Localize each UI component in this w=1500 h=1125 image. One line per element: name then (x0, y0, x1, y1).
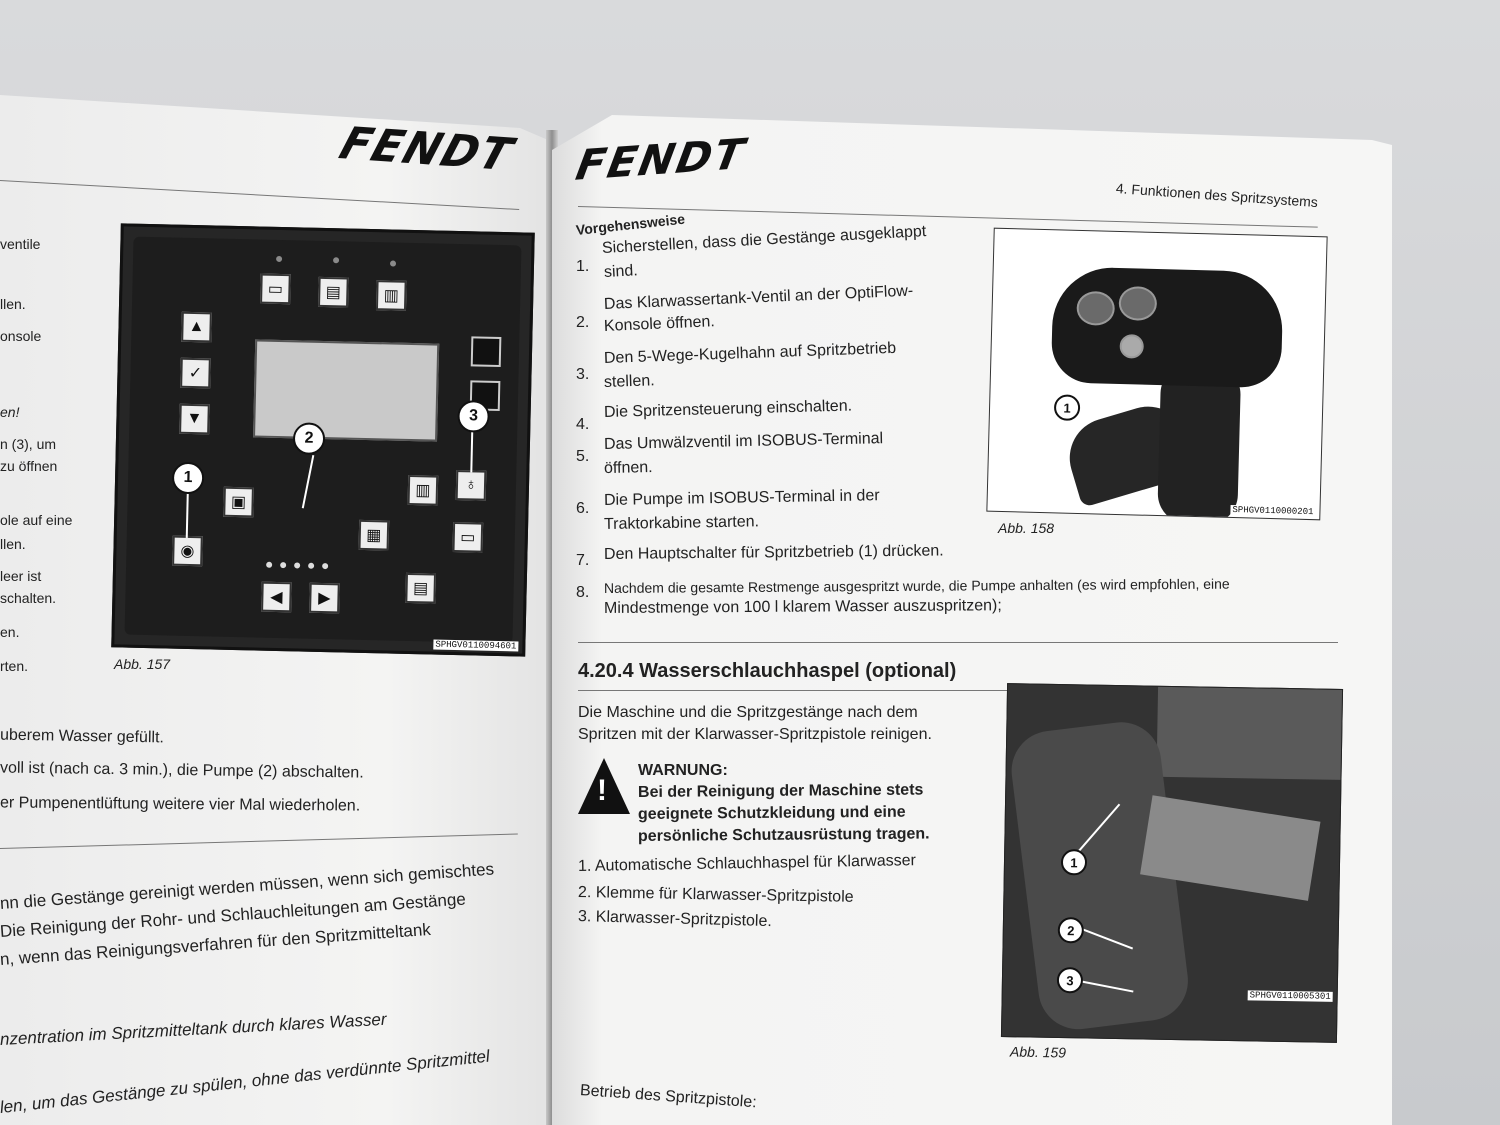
step-number: 7. (576, 552, 590, 569)
step-text: öffnen. (603, 458, 653, 477)
margin-fragment: leer ist (0, 568, 42, 584)
step-text: Mindestmenge von 100 l klarem Wasser aus… (603, 597, 1002, 617)
panel-key-icon: ▤ (318, 276, 349, 308)
margin-fragment: schalten. (0, 590, 57, 606)
panel-key-icon: ▥ (407, 474, 439, 506)
step-text: stellen. (603, 372, 655, 391)
panel-key-icon: ▭ (452, 521, 484, 553)
arrow-up-icon: ▲ (181, 311, 212, 343)
margin-fragment: n (3), um (0, 436, 57, 452)
warning-triangle-icon (578, 758, 630, 814)
panel-key-icon: ◉ (172, 535, 203, 567)
margin-fragment: rten. (0, 658, 29, 674)
warning-text: geeignete Schutzkleidung und eine (637, 803, 906, 823)
fig159-caption: Abb. 159 (1009, 1043, 1067, 1061)
step-number: 1. (576, 258, 590, 275)
callout-3: 3 (457, 400, 490, 433)
panel-face: ▭ ▤ ▥ ▲ ✓ ▼ ▣ ◉ ▥ ▦ ▭ ▤ ♁ ◀ ▶ 1 2 3 (124, 236, 522, 644)
step-number: 4. (576, 416, 590, 433)
margin-fragment: ole auf eine (0, 512, 73, 528)
fig157-caption: Abb. 157 (114, 656, 171, 672)
body-line: uberem Wasser gefüllt. (0, 726, 165, 747)
margin-fragment: llen. (0, 536, 26, 552)
panel-key-icon: ▣ (223, 486, 254, 518)
margin-fragment: zu öffnen (0, 458, 58, 474)
margin-fragment: ventile (0, 236, 41, 252)
step-number: 5. (576, 448, 590, 465)
indicator-led (308, 562, 315, 569)
joystick-button-icon (1118, 285, 1158, 321)
margin-fragment: en. (0, 624, 20, 640)
panel-key-icon: ▦ (358, 519, 390, 551)
body-line: er Pumpenentlüftung weitere vier Mal wie… (0, 794, 361, 815)
indicator-led (333, 257, 340, 264)
indicator-led (294, 562, 301, 569)
margin-fragment: llen. (0, 296, 26, 312)
fig157-control-panel: ▭ ▤ ▥ ▲ ✓ ▼ ▣ ◉ ▥ ▦ ▭ ▤ ♁ ◀ ▶ 1 2 3 SPHG… (111, 223, 535, 657)
section-rule-top (578, 642, 1338, 643)
indicator-led (389, 260, 397, 267)
callout-1: 1 (171, 461, 205, 495)
intro-line: Spritzen mit der Klarwasser-Spritzpistol… (578, 726, 932, 743)
indicator-led (322, 563, 329, 570)
fig157-code: SPHGV0110094601 (433, 639, 519, 652)
intro-line: Die Maschine und die Spritzgestänge nach… (578, 704, 918, 721)
arrow-left-icon: ◀ (261, 581, 292, 613)
warning-text: Bei der Reinigung der Maschine stets (637, 781, 924, 801)
step-text: Traktorkabine starten. (603, 513, 760, 533)
indicator-led (266, 561, 273, 568)
main-switch-button-icon (1119, 334, 1145, 359)
indicator-led (276, 255, 283, 263)
joystick-button-icon (1076, 290, 1116, 326)
step-number: 8. (576, 584, 590, 601)
fig158-joystick-image: 1 SPHGV0110000201 (986, 227, 1328, 521)
panel-key-icon: ▭ (260, 273, 291, 305)
margin-fragment: onsole (0, 328, 42, 344)
fig159-hose-reel-image: 1 2 3 SPHGV0110005301 (1000, 683, 1344, 1043)
joystick-head (1050, 266, 1284, 389)
panel-black-key-icon (470, 336, 502, 368)
arrow-down-icon: ▼ (179, 403, 210, 435)
arrow-right-icon: ▶ (309, 582, 340, 614)
step-number: 3. (576, 366, 590, 383)
reel-frame (1156, 686, 1344, 781)
panel-key-icon: ▤ (405, 572, 436, 604)
panel-key-icon: ▥ (375, 280, 407, 311)
fig158-caption: Abb. 158 (998, 520, 1055, 536)
section-title: 4.20.4 Wasserschlauchhaspel (optional) (578, 660, 957, 682)
step-number: 2. (576, 314, 590, 331)
fig159-code: SPHGV0110005301 (1247, 990, 1333, 1002)
indicator-led (280, 562, 287, 569)
warning-exclamation: ! (597, 774, 607, 807)
panel-key-icon: ♁ (455, 470, 487, 501)
warning-text: persönliche Schutzausrüstung tragen. (637, 825, 930, 845)
callout-1: 1 (1053, 394, 1081, 421)
warning-title: WARNUNG: (638, 762, 728, 779)
step-text: sind. (603, 262, 639, 281)
step-text: Den Hauptschalter für Spritzbetrieb (1) … (603, 542, 944, 563)
check-icon: ✓ (180, 357, 211, 389)
callout-2: 2 (292, 422, 326, 456)
section-rule-bottom (578, 690, 1338, 691)
margin-fragment: en! (0, 404, 20, 420)
fig158-code: SPHGV0110000201 (1230, 504, 1316, 518)
panel-lcd-display (253, 339, 440, 442)
callout-leader (301, 454, 315, 509)
step-number: 6. (576, 500, 590, 517)
